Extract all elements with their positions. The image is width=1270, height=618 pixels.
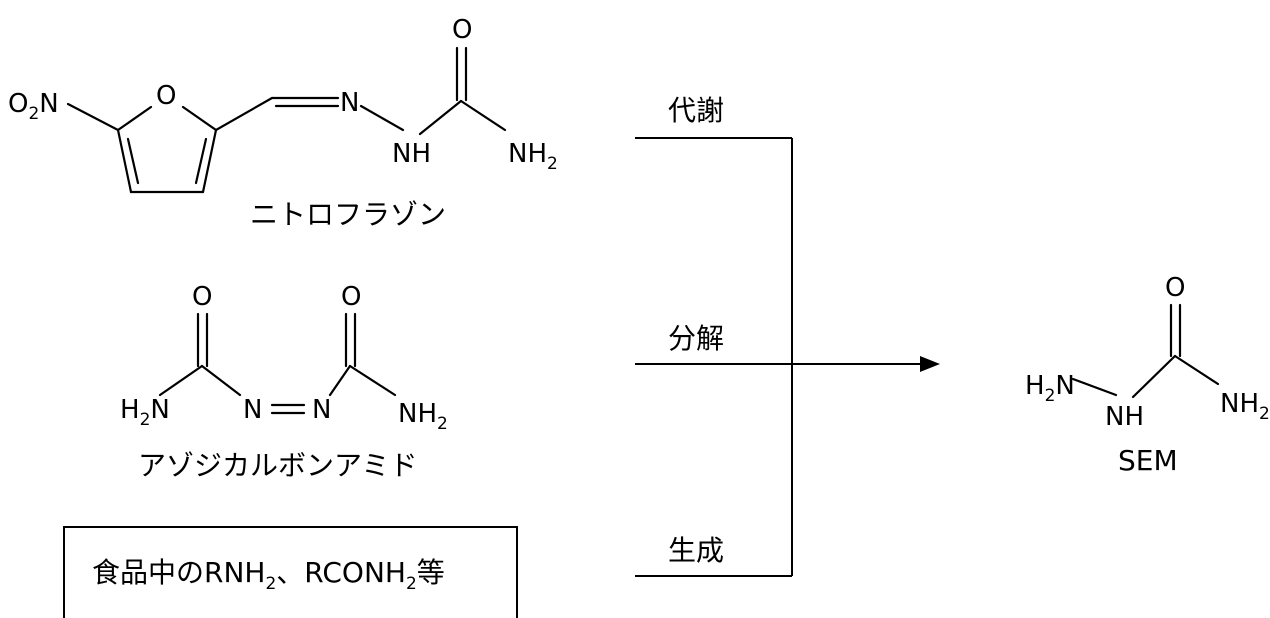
ring-methine-bond: [214, 96, 274, 132]
azo-nitrogen-left-label: N: [243, 395, 262, 425]
generation-label: 生成: [668, 534, 724, 567]
sem-hydrazine-bond: [1071, 377, 1118, 397]
metabolism-label: 代謝: [668, 94, 724, 127]
nitrofurazone-name: ニトロフラゾン: [250, 198, 446, 231]
ring-o-c2-bond: [181, 105, 218, 132]
carbonyl-oxygen-label: O: [452, 15, 472, 45]
azo-nitrogen-right-label: N: [312, 395, 331, 425]
sem-carbon-nh2-bond: [1173, 354, 1220, 386]
imine-nitrogen-label: N: [340, 88, 359, 118]
left-carbonyl-oxygen-label: O: [192, 282, 212, 312]
hydrazone-bond: [359, 104, 405, 132]
sem-carbonyl-oxygen-label: O: [1165, 273, 1185, 303]
nitro-group-label: O2N: [8, 89, 59, 124]
nh-carbon-bond: [418, 99, 463, 136]
food-amine-text: 食品中のRNH2、RCONH2等: [92, 556, 445, 594]
left-amide-bond: [158, 364, 204, 397]
sem-name: SEM: [1118, 444, 1178, 477]
nh-label: NH: [392, 139, 431, 169]
right-nh2-label: NH2: [398, 399, 448, 434]
reaction-pathways: 代謝 分解 生成: [635, 94, 940, 577]
ring-c4-c5-bond: [116, 128, 133, 194]
nitro-ring-bond: [66, 102, 120, 132]
arrow-head-icon: [920, 356, 940, 372]
food-amine-box: 食品中のRNH2、RCONH2等: [63, 526, 518, 618]
ring-inner-double-bond-right: [194, 137, 208, 185]
right-carbonyl-oxygen-label: O: [341, 282, 361, 312]
sem-nh-carbon-bond: [1131, 354, 1177, 399]
left-carbon-n-bond: [200, 364, 242, 397]
ring-c2-c3-bond: [201, 128, 218, 194]
ring-inner-double-bond-left: [126, 137, 140, 185]
sem-nh-label: NH: [1105, 402, 1144, 432]
sem-structure: H2N NH O NH2 SEM: [1025, 273, 1270, 477]
azodicarbonamide-name: アゾジカルボンアミド: [138, 449, 417, 482]
nitrofurazone-structure: O2N O N NH O NH2 ニトロフラゾン: [8, 15, 558, 231]
ring-oxygen-label: O: [156, 81, 176, 111]
food-box-border: [63, 526, 518, 618]
sem-nh2-label: NH2: [1220, 389, 1270, 424]
azodicarbonamide-structure: O H2N N N O NH2 アゾジカルボンアミド: [120, 282, 448, 482]
carbon-nh2-bond: [459, 99, 507, 132]
nh2-label: NH2: [508, 139, 558, 174]
ring-c5-o-bond: [116, 105, 153, 132]
left-h2n-label: H2N: [120, 395, 170, 430]
right-amide-bond: [348, 364, 397, 397]
decomposition-label: 分解: [668, 322, 724, 355]
sem-h2n-label: H2N: [1025, 371, 1075, 406]
right-n-carbon-bond: [328, 364, 352, 397]
